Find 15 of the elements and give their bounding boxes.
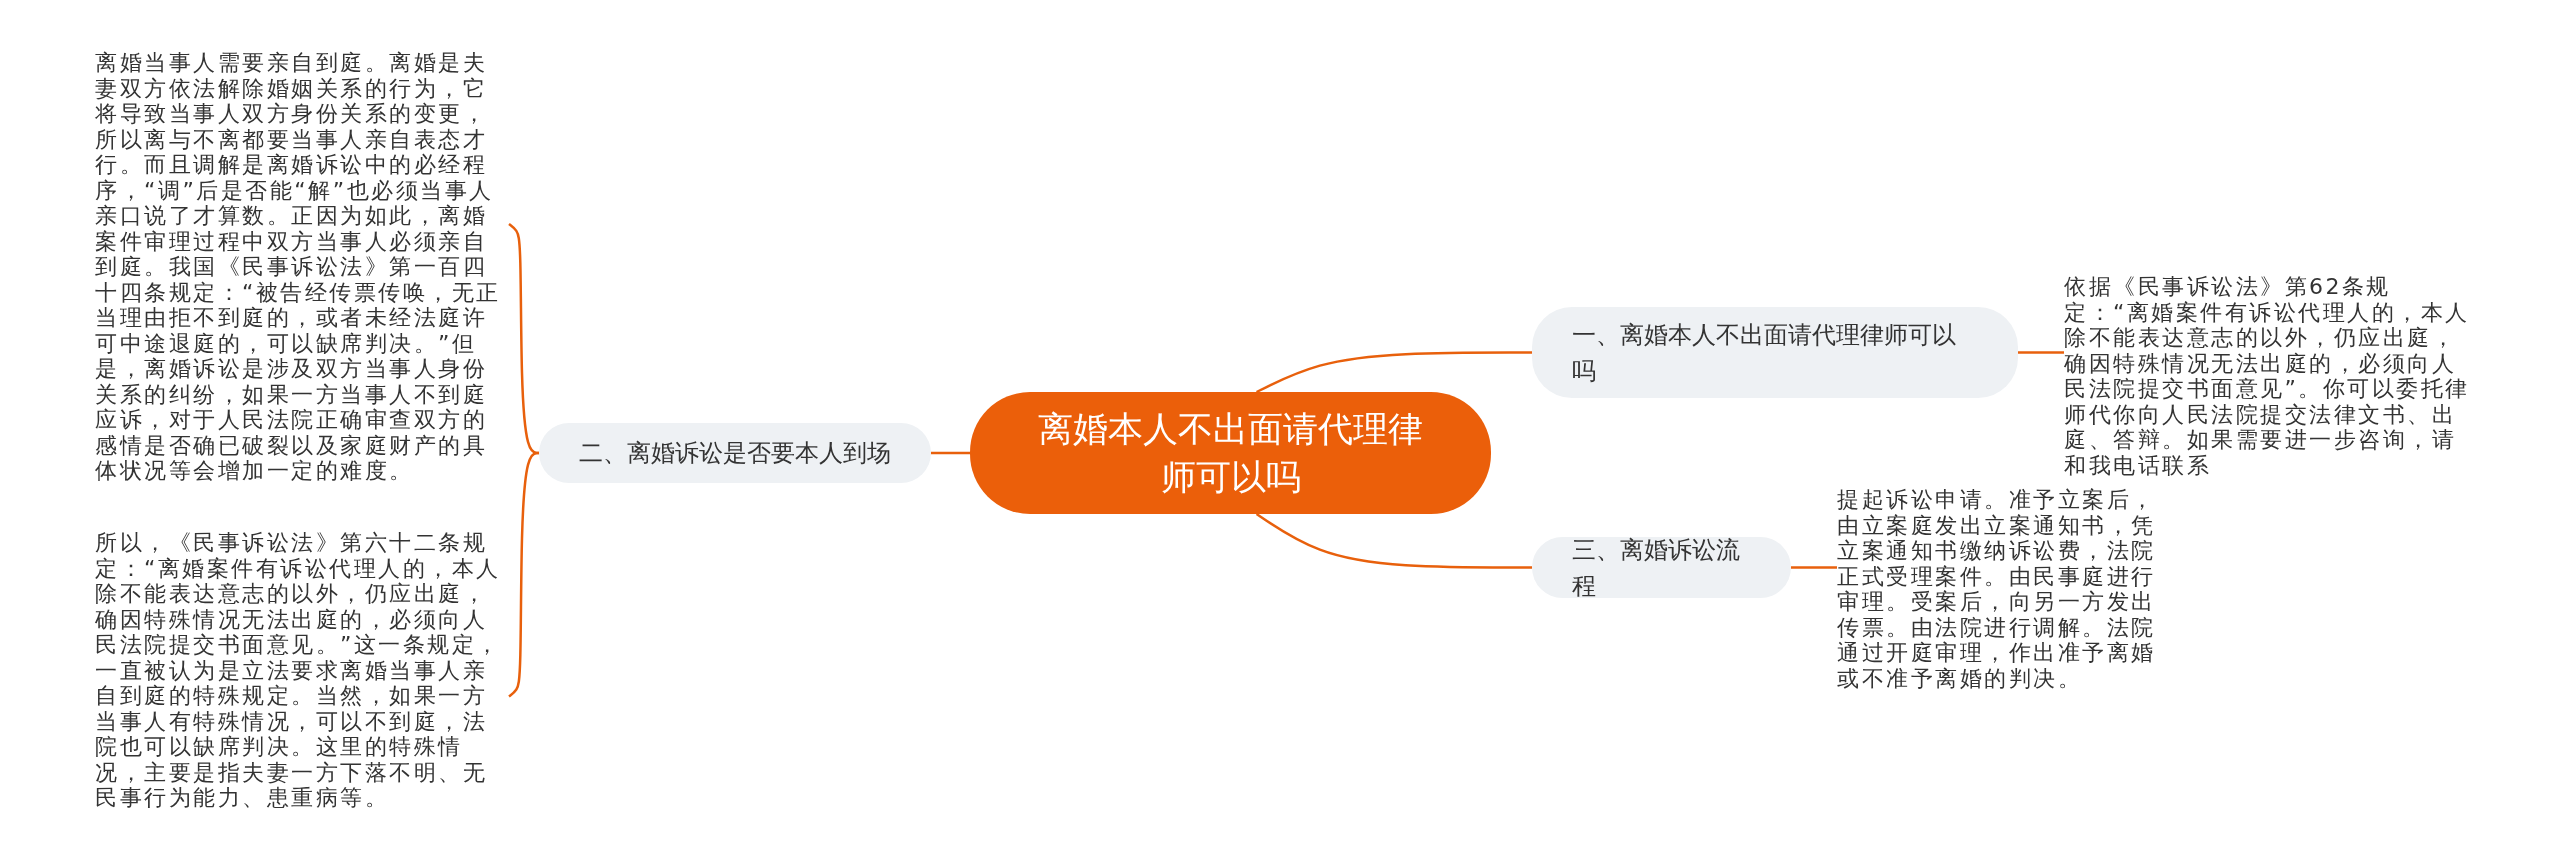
connector-line: [508, 223, 539, 455]
description-text: 依据《民事诉讼法》第62条规定：“离婚案件有诉讼代理人的，本人除不能表达意志的以外，仍应出庭，确因特殊情况无法出庭的，必须向人民法院提交书面意见”。你可以委托律师代你向人民法院提交法律文书、出庭、答辩。如果需要进一步咨询，请和我电话联系: [2064, 274, 2471, 478]
topic-text: 三、离婚诉讼流程: [1572, 534, 1741, 602]
connector-line: [2018, 351, 2064, 354]
connector-line: [1791, 566, 1837, 569]
connector-line: [1255, 512, 1532, 569]
connector-line: [931, 451, 970, 455]
topic-text: 一、离婚本人不出面请代理律师可以吗: [1572, 319, 1957, 387]
connector-line: [1256, 351, 1532, 394]
description-text: 离婚当事人需要亲自到庭。离婚是夫妻双方依法解除婚姻关系的行为，它将导致当事人双方身份关系的变更，所以离与不离都要当事人亲自表态才行。而且调解是离婚诉讼中的必经程序，“调”后是否能“解”也必须当事人亲口说了才算数。正因为如此，离婚案件审理过程中双方当事人必须亲自到庭。我国《民事诉讼法》第一百四十四条规定：“被告经传票传唤，无正当理由拒不到庭的，或者未经法庭许可中途退庭的，可以缺席判决。”但是，离婚诉讼是涉及双方当事人身份关系的纠纷，如果一方当事人不到庭应诉，对于人民法院正确审查双方的感情是否确已破裂以及家庭财产的具体状况等会增加一定的难度。: [95, 50, 502, 484]
topic-text: 二、离婚诉讼是否要本人到场: [579, 438, 891, 469]
topic-text: 离婚本人不出面请代理律师可以吗: [1037, 408, 1424, 499]
description-text: 提起诉讼申请。准予立案后，由立案庭发出立案通知书，凭立案通知书缴纳诉讼费，法院正式受理案件。由民事庭进行审理。受案后，向另一方发出传票。由法院进行调解。法院通过开庭审理，作出准予离婚或不准予离婚的判决。: [1837, 487, 2157, 691]
description-text: 所以，《民事诉讼法》第六十二条规定：“离婚案件有诉讼代理人的，本人除不能表达意志的以外，仍应出庭，确因特殊情况无法出庭的，必须向人民法院提交书面意见。”这一条规定，一直被认为是立法要求离婚当事人亲自到庭的特殊规定。当然，如果一方当事人有特殊情况，可以不到庭，法院也可以缺席判决。这里的特殊情况，主要是指夫妻一方下落不明、无民事行为能力、患重病等。: [95, 530, 502, 811]
connector-line: [508, 451, 539, 698]
